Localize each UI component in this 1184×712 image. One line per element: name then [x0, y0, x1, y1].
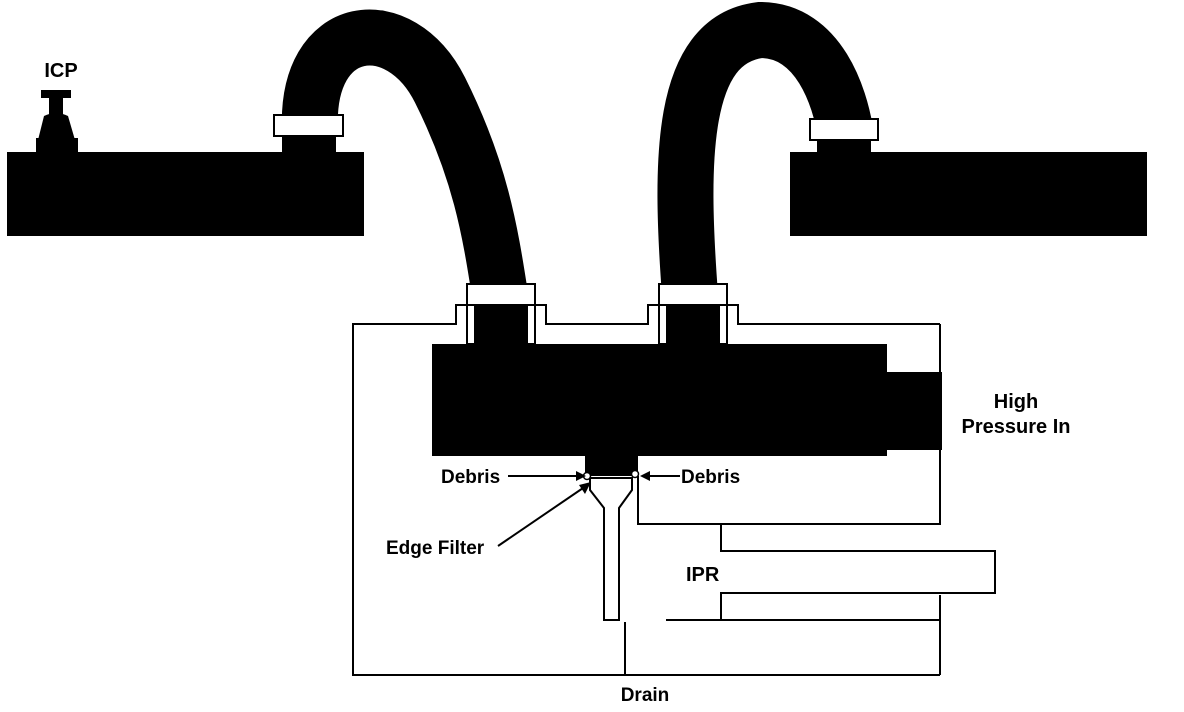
high-pressure-label-line1: High: [994, 391, 1038, 413]
edge-filter-label: Edge Filter: [386, 538, 485, 559]
left-hose-fitting-top: [282, 134, 336, 154]
right-hose-clamp-bottom: [658, 283, 728, 306]
edge-filter-arrowhead: [579, 482, 591, 494]
right-rail: [790, 152, 1147, 236]
ipr-valve-outline: [720, 524, 996, 620]
debris-left-arrowhead: [576, 471, 586, 481]
oil-gallery: [432, 344, 887, 456]
debris-particle-right: [630, 469, 640, 479]
debris-label-right: Debris: [681, 467, 740, 488]
edge-filter: [589, 477, 633, 621]
housing-outline: [352, 304, 940, 676]
icp-sensor: [36, 90, 78, 152]
ipr-label: IPR: [686, 564, 720, 586]
ipr-bore-upper: [637, 476, 940, 525]
gallery-outlet: [585, 454, 638, 476]
left-hose: [281, 9, 528, 300]
high-pressure-inlet: [885, 372, 942, 450]
left-hose-clamp-top: [273, 114, 344, 137]
left-hose-clamp-bottom: [466, 283, 536, 306]
right-hose-clamp-top: [809, 118, 879, 141]
edge-filter-arrow: [497, 485, 587, 547]
debris-label-left: Debris: [441, 467, 500, 488]
high-pressure-label-line2: Pressure In: [962, 416, 1071, 438]
left-rail: [7, 152, 364, 236]
icp-label: ICP: [44, 60, 77, 82]
debris-right-arrowhead: [640, 471, 650, 481]
drain-label: Drain: [621, 685, 670, 706]
right-hose: [657, 1, 873, 298]
